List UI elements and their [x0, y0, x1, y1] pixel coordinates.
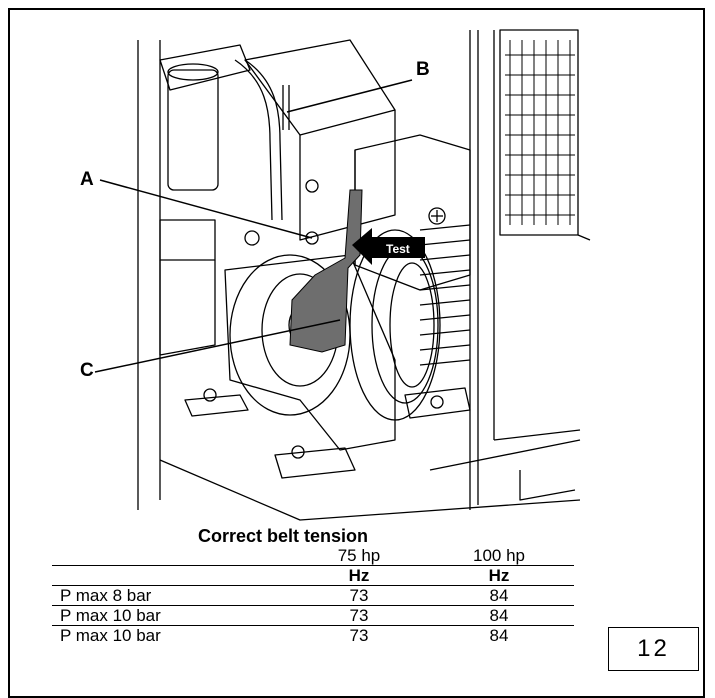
belt-tension-illustration: Test [94, 29, 591, 521]
table-header-row: 75 hp 100 hp [52, 546, 574, 566]
callout-c: C [80, 360, 94, 381]
row-label: P max 10 bar [52, 605, 294, 626]
row-value-75hp: 73 [294, 605, 424, 626]
table-row: P max 10 bar 73 84 [52, 625, 574, 645]
header-label [52, 546, 294, 566]
table-row: P max 8 bar 73 84 [52, 585, 574, 606]
row-value-75hp: 73 [294, 585, 424, 606]
header-100hp: 100 hp [473, 546, 525, 565]
test-arrow-label: Test [386, 242, 410, 256]
callout-b: B [416, 59, 430, 80]
belt-table-title: Correct belt tension [198, 526, 369, 546]
units-75hp: Hz [294, 565, 424, 586]
row-label: P max 10 bar [52, 625, 294, 645]
row-value-100hp: 84 [424, 585, 574, 606]
header-75hp: 75 hp [337, 546, 381, 565]
belt-tension-table: 75 hp 100 hp Hz Hz P max 8 bar 73 84 P m… [52, 546, 574, 645]
row-value-75hp: 73 [294, 625, 424, 645]
table-row: P max 10 bar 73 84 [52, 605, 574, 626]
callout-a: A [80, 169, 94, 190]
units-row: Hz Hz [52, 565, 574, 586]
page-number: 12 [608, 627, 699, 671]
units-label [52, 565, 294, 586]
test-arrow [352, 228, 425, 265]
row-value-100hp: 84 [424, 625, 574, 645]
row-value-100hp: 84 [424, 605, 574, 626]
units-100hp: Hz [424, 565, 574, 586]
row-label: P max 8 bar [52, 585, 294, 606]
